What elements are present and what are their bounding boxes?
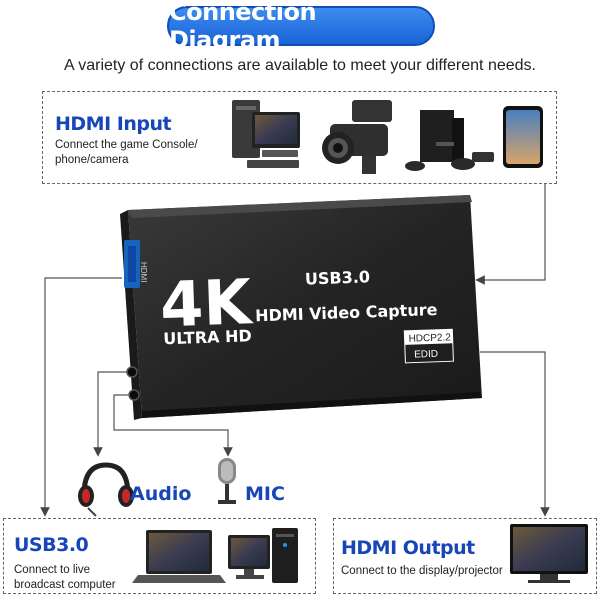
usb-desc-2: broadcast computer xyxy=(14,579,116,591)
edid-badge: EDID xyxy=(414,349,438,361)
audio-line xyxy=(93,371,128,457)
logo-4k: 4K xyxy=(159,265,255,341)
hdmi-output-title: HDMI Output xyxy=(341,537,475,559)
mic-label: MIC xyxy=(245,483,285,505)
headphones-icon xyxy=(78,462,134,517)
desktop-pc-icon xyxy=(232,100,300,168)
title-banner: Connection Diagram xyxy=(167,0,435,54)
laptop-icon xyxy=(132,530,226,583)
hdmi-output-desc: Connect to the display/projector xyxy=(341,565,503,577)
mic-line xyxy=(113,394,233,457)
subtitle: A variety of connections are available t… xyxy=(64,57,536,74)
hdmi-input-line xyxy=(475,184,546,285)
device-line-1: USB3.0 xyxy=(305,267,371,288)
tv-display-icon xyxy=(510,524,588,583)
logo-ultra-hd: ULTRA HD xyxy=(163,326,252,348)
microphone-icon xyxy=(218,458,236,504)
mic-jack xyxy=(128,389,140,401)
hdmi-input-desc-1: Connect the game Console/ xyxy=(55,139,198,151)
usb-title: USB3.0 xyxy=(14,534,89,556)
capture-device: 4K ULTRA HD USB3.0 HDMI Video Capture HD… xyxy=(120,195,482,420)
desktop-computer-icon xyxy=(228,528,298,583)
banner-title: Connection Diagram xyxy=(169,0,317,54)
camcorder-icon xyxy=(322,100,392,174)
hdcp-badge: HDCP2.2 xyxy=(408,332,451,344)
port-label: HDMI xyxy=(139,262,148,282)
usb-line xyxy=(40,277,122,517)
hdmi-output-line xyxy=(480,351,550,517)
audio-jack xyxy=(126,366,138,378)
audio-label: Audio xyxy=(130,483,192,505)
hdmi-input-desc-2: phone/camera xyxy=(55,154,129,166)
smartphone-icon xyxy=(503,106,543,168)
hdmi-input-title: HDMI Input xyxy=(55,113,172,135)
usb-desc-1: Connect to live xyxy=(14,564,91,576)
game-console-icon xyxy=(405,110,494,171)
